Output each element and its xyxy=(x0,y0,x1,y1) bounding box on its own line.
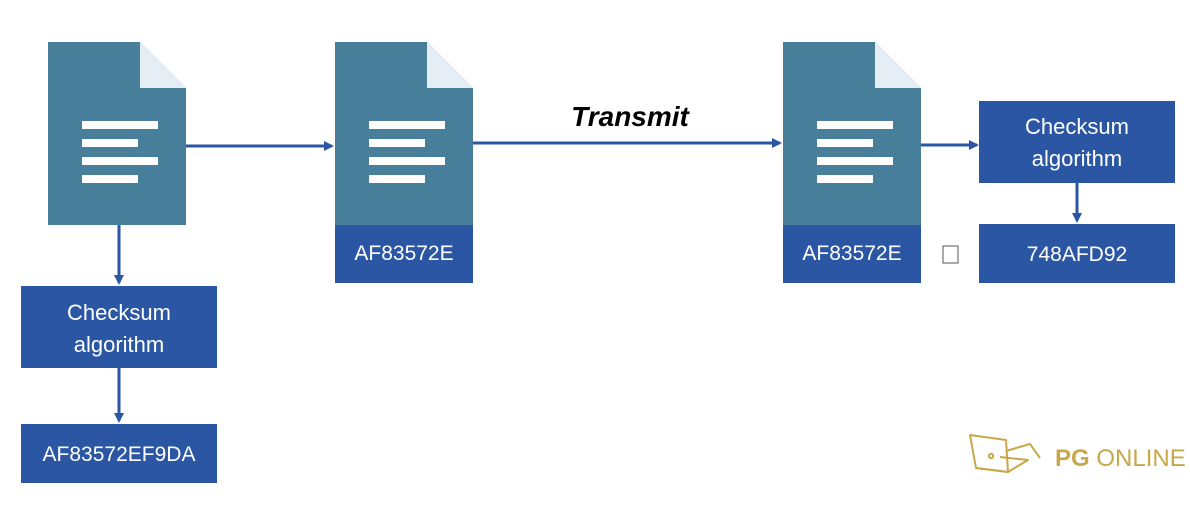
logo-text: PG ONLINE xyxy=(1055,445,1186,472)
received-document-checksum-value: AF83572E xyxy=(802,242,901,265)
receiver-checksum-box: Checksum algorithm xyxy=(979,101,1175,183)
source-output-value: AF83572EF9DA xyxy=(43,443,196,466)
hashed-document-icon xyxy=(335,42,473,225)
laptop-logo-icon xyxy=(969,434,1041,473)
received-document-icon xyxy=(783,42,921,225)
receiver-checksum-label-line2: algorithm xyxy=(1032,146,1122,171)
receiver-output-box: 748AFD92 xyxy=(979,224,1175,283)
receiver-output-value: 748AFD92 xyxy=(1027,243,1127,266)
hashed-document-checksum-bar: AF83572E xyxy=(335,225,473,283)
transmit-label: Transmit xyxy=(571,101,690,132)
source-checksum-box: Checksum algorithm xyxy=(21,286,217,368)
source-checksum-label-line2: algorithm xyxy=(74,332,164,357)
received-document-checksum-bar: AF83572E xyxy=(783,225,921,283)
source-document-icon xyxy=(48,42,186,225)
hashed-document-checksum-value: AF83572E xyxy=(354,242,453,265)
receiver-checksum-label-line1: Checksum xyxy=(1025,114,1129,139)
placeholder-square-icon xyxy=(942,245,959,264)
source-output-box: AF83572EF9DA xyxy=(21,424,217,483)
pg-online-logo: PG ONLINE xyxy=(969,434,1186,473)
source-checksum-label-line1: Checksum xyxy=(67,300,171,325)
